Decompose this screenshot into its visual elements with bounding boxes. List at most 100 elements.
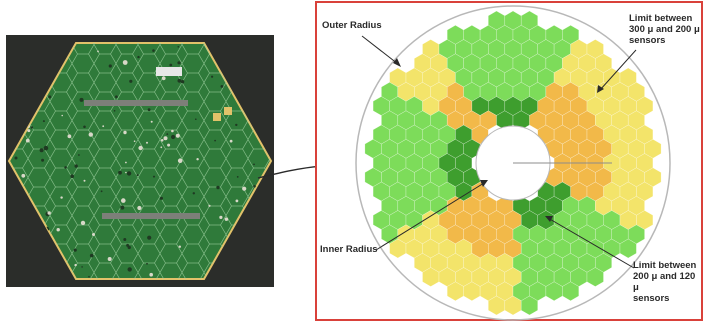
pcb-component bbox=[196, 158, 199, 161]
pcb-component bbox=[74, 263, 77, 267]
pcb-component bbox=[195, 118, 197, 120]
pcb-component bbox=[39, 148, 44, 153]
pcb-component bbox=[107, 257, 112, 261]
limit-200-120-leader-head bbox=[545, 216, 553, 222]
pcb-component bbox=[64, 166, 67, 169]
pcb-component bbox=[113, 110, 116, 112]
pcb-component bbox=[216, 185, 220, 190]
pcb-component bbox=[138, 145, 143, 151]
pcb-component bbox=[229, 139, 233, 143]
pcb-component bbox=[137, 205, 142, 211]
pcb-component bbox=[219, 215, 223, 219]
pcb-component bbox=[70, 174, 74, 178]
pcb-component bbox=[127, 267, 132, 272]
connector-strip bbox=[102, 213, 200, 219]
limit-200-120-line-3: sensors bbox=[633, 293, 670, 304]
pcb-component bbox=[21, 173, 26, 178]
pcb-component bbox=[125, 171, 127, 174]
pcb-component bbox=[27, 129, 31, 133]
pcb-component bbox=[167, 143, 171, 147]
pcb-component bbox=[115, 95, 118, 99]
pcb-component bbox=[83, 125, 86, 129]
pcb-component bbox=[61, 114, 63, 117]
pcb-component bbox=[102, 125, 105, 128]
pcb-component bbox=[236, 176, 239, 178]
pcb-component bbox=[78, 154, 80, 156]
inner-radius-leader bbox=[375, 182, 485, 251]
pcb-component bbox=[149, 272, 153, 277]
pcb-component bbox=[178, 245, 181, 248]
outer-radius-circle bbox=[355, 5, 671, 321]
pcb-component bbox=[163, 136, 168, 141]
sensor-photo-drawing bbox=[7, 42, 273, 280]
pcb-component bbox=[169, 63, 173, 67]
pcb-component bbox=[47, 211, 51, 215]
limit-300-200-line-1: Limit between bbox=[629, 13, 693, 24]
pcb-component bbox=[235, 199, 239, 203]
limit-300-200-leader-head bbox=[597, 85, 604, 93]
outer-radius-leader bbox=[361, 35, 399, 65]
limit-200-120-line-2: 200 μ and 120 μ bbox=[633, 271, 696, 293]
pcb-component bbox=[153, 175, 155, 178]
pcb-component bbox=[147, 108, 151, 112]
pcb-component bbox=[100, 190, 103, 193]
pcb-component bbox=[88, 132, 94, 137]
pcb-component bbox=[133, 140, 136, 142]
pcb-component bbox=[211, 75, 214, 78]
inner-radius-leader-head bbox=[480, 180, 488, 187]
pcb-label-sticker bbox=[156, 67, 182, 76]
pcb-component bbox=[60, 196, 63, 199]
pcb-component bbox=[253, 185, 256, 188]
sensor-photo bbox=[6, 35, 274, 287]
sensor-hexagon bbox=[586, 267, 604, 287]
pcb-component bbox=[120, 205, 125, 210]
pcb-component bbox=[166, 133, 169, 135]
pcb-component bbox=[89, 253, 94, 258]
pcb-component bbox=[152, 49, 155, 52]
pcb-component bbox=[160, 146, 163, 149]
pcb-component bbox=[43, 145, 49, 151]
pcb-component bbox=[150, 120, 153, 123]
pcb-component bbox=[180, 80, 185, 84]
pcb-component bbox=[214, 139, 217, 142]
pcb-component bbox=[48, 95, 52, 99]
pcb-component bbox=[41, 158, 45, 162]
pcb-component bbox=[171, 129, 174, 133]
outer-radius-leader-head bbox=[393, 58, 401, 67]
pcb-component bbox=[147, 235, 152, 240]
pcb-component bbox=[25, 138, 30, 143]
limit-300-200-leader bbox=[599, 49, 637, 91]
sensor-hexagon-grid bbox=[364, 10, 662, 316]
connector-strip bbox=[84, 100, 188, 106]
inner-radius-label: Inner Radius bbox=[320, 244, 378, 255]
pcb-component bbox=[161, 76, 166, 81]
pcb-component bbox=[177, 78, 182, 83]
pcb-component bbox=[177, 46, 180, 48]
pcb-component bbox=[129, 79, 133, 83]
pcb-component bbox=[171, 134, 176, 140]
limit-200-120-line-1: Limit between bbox=[633, 260, 697, 271]
pcb-component bbox=[220, 85, 224, 88]
limit-200-120-label: Limit between 200 μ and 120 μ sensors bbox=[633, 260, 703, 304]
pcb-component bbox=[126, 171, 132, 176]
pcb-component bbox=[160, 139, 164, 142]
pcb-component bbox=[67, 134, 72, 139]
sensor-hexagon bbox=[520, 295, 538, 316]
pcb-component bbox=[92, 233, 95, 236]
pcb-component bbox=[97, 50, 99, 53]
pcb-component bbox=[146, 141, 148, 144]
pcb-component bbox=[208, 204, 211, 207]
pcb-component bbox=[88, 275, 90, 278]
pcb-component bbox=[125, 161, 127, 164]
pcb-component bbox=[108, 64, 112, 68]
pcb-component bbox=[136, 174, 139, 177]
pcb-component bbox=[126, 243, 130, 247]
gold-pad bbox=[224, 107, 232, 115]
limit-300-200-line-3: sensors bbox=[629, 35, 666, 46]
pcb-component bbox=[121, 198, 126, 203]
pcb-component bbox=[242, 186, 247, 191]
pcb-component bbox=[118, 170, 122, 175]
pcb-component bbox=[74, 164, 78, 168]
pcb-component bbox=[81, 266, 83, 268]
